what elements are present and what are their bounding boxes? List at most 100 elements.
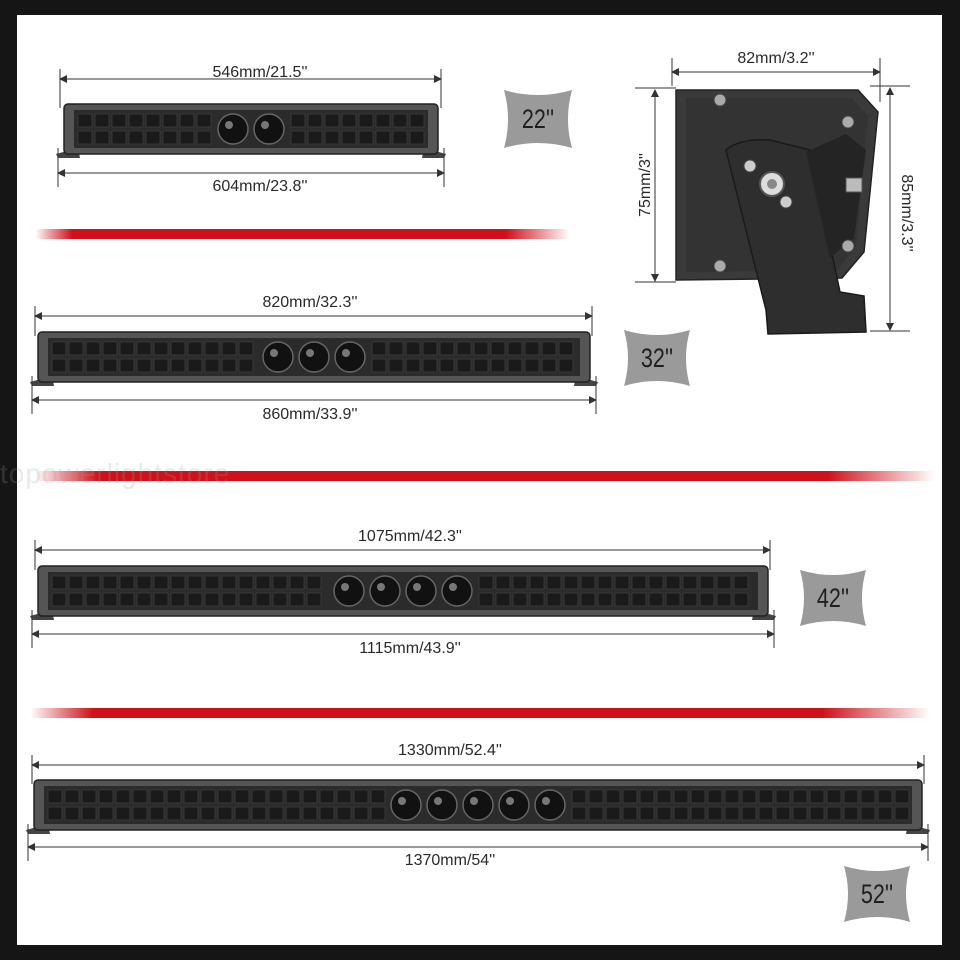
- led-cell: [588, 806, 604, 821]
- led-cell: [558, 341, 574, 356]
- led-cell: [716, 592, 732, 607]
- led-cell: [336, 806, 352, 821]
- bar-42-top-dimension: 1075mm/42.3'': [358, 528, 462, 545]
- led-cell: [111, 113, 127, 128]
- led-cell: [307, 130, 323, 145]
- led-cell: [724, 789, 740, 804]
- led-cell: [690, 806, 706, 821]
- led-cell: [77, 113, 93, 128]
- led-cell: [673, 789, 689, 804]
- led-cell: [597, 592, 613, 607]
- led-cell: [166, 789, 182, 804]
- light-bar-1: [56, 103, 446, 158]
- led-cell: [439, 358, 455, 373]
- led-cell: [319, 789, 335, 804]
- led-cell: [541, 341, 557, 356]
- led-cell: [183, 789, 199, 804]
- led-cell: [64, 789, 80, 804]
- led-cell: [422, 341, 438, 356]
- lens-highlight: [270, 349, 278, 357]
- led-cell: [860, 789, 876, 804]
- led-cell: [145, 130, 161, 145]
- led-cell: [512, 575, 528, 590]
- dimension-set-3: [31, 540, 775, 648]
- led-cell: [656, 789, 672, 804]
- led-cell: [733, 575, 749, 590]
- led-cell: [102, 358, 118, 373]
- led-cell: [507, 358, 523, 373]
- led-cell: [324, 113, 340, 128]
- led-cell: [119, 592, 135, 607]
- led-cell: [639, 806, 655, 821]
- led-cell: [422, 358, 438, 373]
- led-cell: [268, 806, 284, 821]
- led-cell: [546, 575, 562, 590]
- led-cell: [128, 130, 144, 145]
- led-cell: [302, 806, 318, 821]
- lens-highlight: [413, 583, 421, 591]
- mounting-bracket: [635, 58, 910, 335]
- led-cell: [51, 358, 67, 373]
- center-lens: [498, 789, 530, 821]
- led-cell: [699, 575, 715, 590]
- led-cell: [187, 358, 203, 373]
- bracket-width-dimension: 82mm/3.2'': [737, 50, 815, 67]
- size-badge-32-label: 32'': [640, 342, 674, 373]
- led-cell: [136, 341, 152, 356]
- led-cell: [306, 575, 322, 590]
- led-cell: [775, 789, 791, 804]
- led-cell: [285, 806, 301, 821]
- led-cell: [614, 575, 630, 590]
- led-cell: [843, 806, 859, 821]
- led-cell: [255, 575, 271, 590]
- size-badge-22: 22'': [504, 90, 572, 148]
- dimension-set-2: [31, 306, 597, 414]
- center-lens: [534, 789, 566, 821]
- led-cell: [614, 592, 630, 607]
- led-cell: [153, 341, 169, 356]
- bar-32-bottom-dimension: 860mm/33.9'': [262, 406, 358, 423]
- led-cell: [622, 806, 638, 821]
- led-cell: [353, 789, 369, 804]
- led-cell: [690, 789, 706, 804]
- lens-highlight: [306, 349, 314, 357]
- led-cell: [47, 789, 63, 804]
- led-cell: [162, 113, 178, 128]
- led-cell: [541, 358, 557, 373]
- led-cell: [98, 806, 114, 821]
- led-cell: [473, 341, 489, 356]
- lens-highlight: [542, 797, 550, 805]
- led-cell: [490, 358, 506, 373]
- led-cell: [809, 806, 825, 821]
- size-badge-42: 42'': [800, 570, 866, 626]
- led-cell: [724, 806, 740, 821]
- led-cell: [145, 113, 161, 128]
- led-cell: [319, 806, 335, 821]
- led-cell: [580, 575, 596, 590]
- led-cell: [217, 806, 233, 821]
- led-cell: [358, 130, 374, 145]
- light-bar-3: [30, 565, 776, 620]
- separator-line-3: [30, 708, 930, 718]
- led-cell: [153, 592, 169, 607]
- led-cell: [111, 130, 127, 145]
- led-cell: [234, 789, 250, 804]
- led-cell: [187, 575, 203, 590]
- led-cell: [478, 592, 494, 607]
- led-cell: [64, 806, 80, 821]
- lens-highlight: [434, 797, 442, 805]
- led-cell: [495, 575, 511, 590]
- led-cell: [563, 575, 579, 590]
- led-cell: [68, 341, 84, 356]
- led-cell: [375, 130, 391, 145]
- led-cell: [877, 789, 893, 804]
- led-cell: [409, 113, 425, 128]
- led-cell: [524, 358, 540, 373]
- led-cell: [204, 592, 220, 607]
- led-cell: [673, 806, 689, 821]
- led-cell: [251, 806, 267, 821]
- bar-22-bottom-dimension: 604mm/23.8'': [212, 178, 308, 195]
- led-cell: [707, 789, 723, 804]
- led-cell: [631, 575, 647, 590]
